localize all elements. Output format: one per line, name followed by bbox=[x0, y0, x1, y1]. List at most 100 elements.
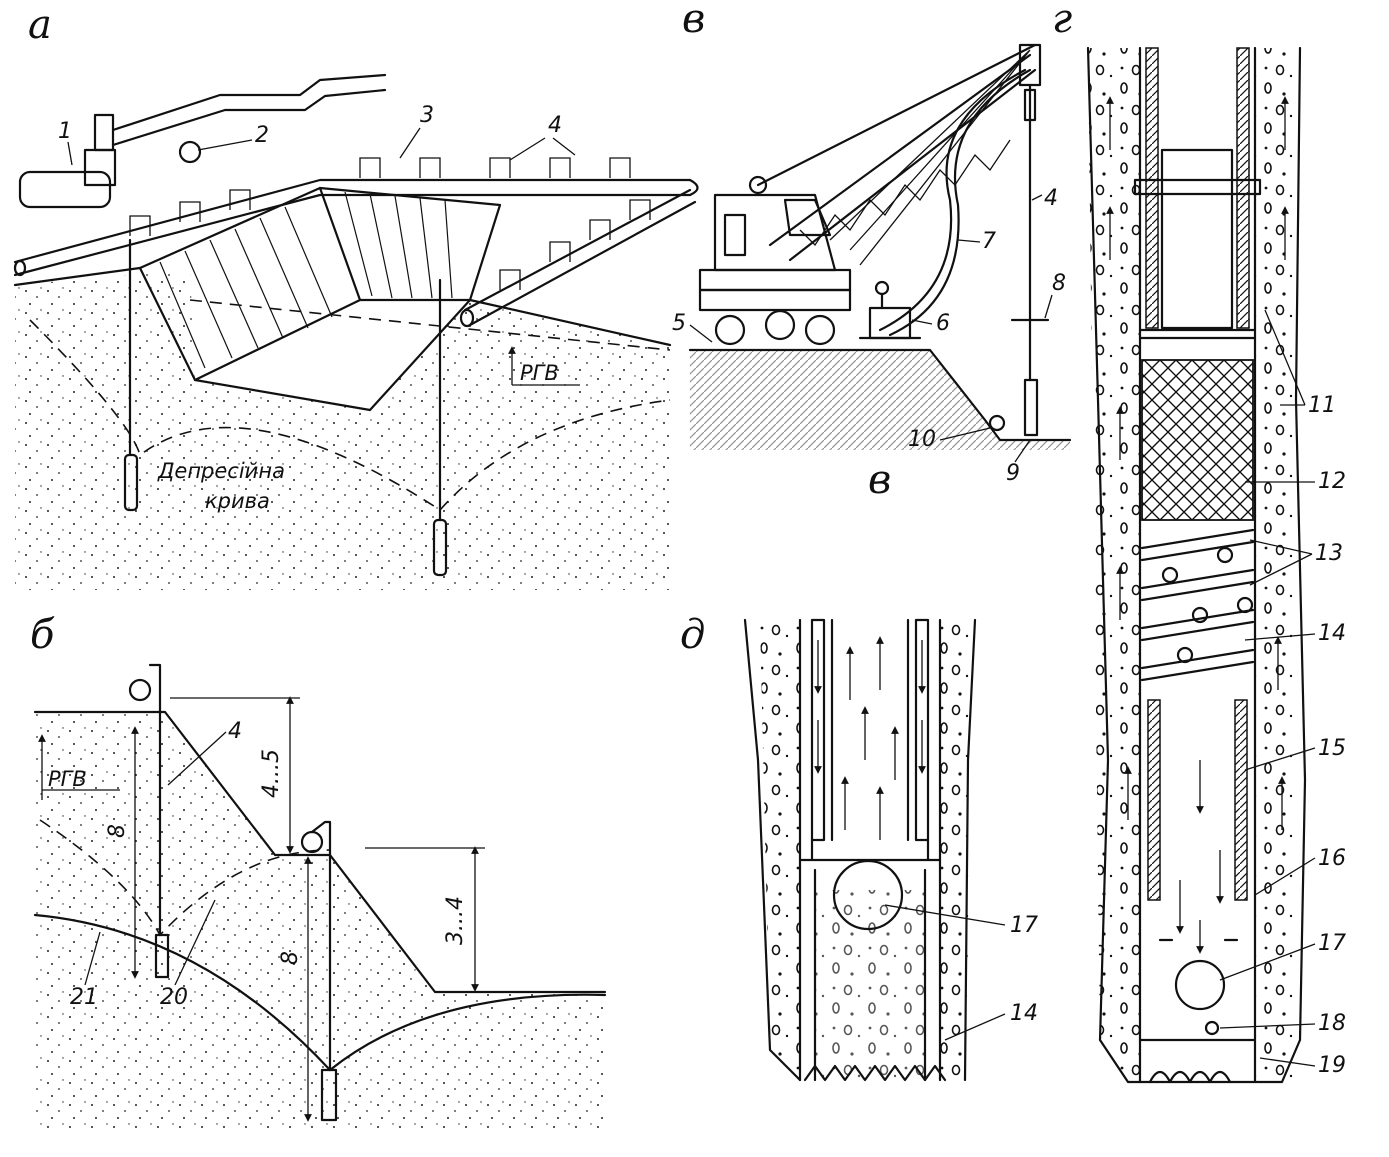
callout-21: 21 bbox=[70, 985, 98, 1010]
leader-line bbox=[67, 141, 73, 166]
panel-d-label: д bbox=[680, 612, 705, 658]
crane bbox=[698, 43, 1042, 346]
pump-unit bbox=[18, 73, 387, 209]
svg-text:8: 8 bbox=[278, 951, 303, 965]
svg-text:3...4: 3...4 bbox=[443, 896, 468, 945]
svg-text:РГВ: РГВ bbox=[48, 767, 87, 791]
callout-1: 1 bbox=[58, 119, 72, 144]
depression-curve-label: Депресійна bbox=[157, 459, 285, 483]
callout-14: 14 bbox=[1318, 621, 1346, 646]
callout-11: 11 bbox=[1308, 393, 1336, 418]
leader-line bbox=[689, 324, 713, 343]
leader-line bbox=[1219, 1023, 1316, 1029]
soil-region bbox=[15, 270, 670, 590]
groundwater-level-line bbox=[189, 299, 671, 351]
leader-line bbox=[911, 319, 933, 325]
flow-arrows bbox=[1106, 96, 1289, 954]
panel-v: в в bbox=[672, 0, 1072, 503]
callout-10: 10 bbox=[908, 427, 936, 452]
wellpoint-left bbox=[123, 238, 139, 512]
leader-line bbox=[174, 899, 216, 986]
pump-6 bbox=[858, 280, 922, 340]
svg-text:4...5: 4...5 bbox=[259, 749, 284, 798]
inner-tube-15 bbox=[1147, 699, 1248, 942]
slope-profile bbox=[33, 710, 607, 994]
leader-line bbox=[509, 137, 576, 161]
leader-line bbox=[1031, 194, 1043, 201]
tip-fill bbox=[815, 890, 925, 1080]
joint bbox=[1138, 328, 1257, 340]
leader-line bbox=[939, 427, 991, 441]
callout-8: 8 bbox=[1052, 271, 1066, 296]
flow-arrows bbox=[814, 636, 926, 840]
panel-g-label: г bbox=[1052, 0, 1072, 42]
callout-3: 3 bbox=[420, 103, 434, 128]
leader-line bbox=[197, 139, 253, 151]
depression-curve-21 bbox=[328, 993, 607, 1072]
panel-a-label: а bbox=[28, 2, 52, 48]
callout-9: 9 bbox=[1006, 461, 1020, 486]
tip-teeth bbox=[803, 1064, 947, 1082]
dimension-depth-lower: 8 bbox=[278, 856, 312, 1122]
leader-line bbox=[399, 127, 421, 159]
panel-a: а bbox=[13, 2, 699, 590]
hose-7 bbox=[888, 68, 1032, 337]
rgv-marker: РГВ bbox=[38, 734, 120, 800]
borehole-wall bbox=[743, 618, 802, 1082]
excavation-pit bbox=[138, 186, 502, 412]
ground-line bbox=[13, 266, 142, 287]
callout-17: 17 bbox=[1318, 931, 1346, 956]
depression-curve-20 bbox=[39, 819, 331, 937]
callout-16: 16 bbox=[1318, 846, 1346, 871]
callout-12: 12 bbox=[1318, 469, 1346, 494]
callout-4: 4 bbox=[1044, 186, 1058, 211]
panel-v-label: в bbox=[682, 0, 705, 42]
leader-line bbox=[884, 904, 1006, 926]
wellpoint-wall bbox=[798, 618, 942, 1082]
wellpoint-string bbox=[1010, 83, 1050, 437]
gravel-item-10 bbox=[988, 414, 1006, 432]
header-pipe bbox=[13, 178, 699, 328]
callout-5: 5 bbox=[672, 311, 686, 336]
depression-curve bbox=[29, 319, 441, 511]
ball-valve-17 bbox=[1174, 959, 1226, 1011]
dimension-depth-upper: 8 bbox=[105, 726, 139, 979]
rgv-marker: РГВ bbox=[508, 346, 580, 386]
leader-line bbox=[84, 931, 101, 986]
panel-v-label-bottom: в bbox=[868, 457, 891, 503]
svg-text:8: 8 bbox=[105, 824, 130, 838]
callout-6: 6 bbox=[936, 311, 950, 336]
callout-20: 20 bbox=[160, 985, 188, 1010]
tip-teeth bbox=[1148, 1070, 1232, 1084]
dimension-right: 3...4 bbox=[365, 846, 485, 992]
callout-19: 19 bbox=[1318, 1053, 1346, 1078]
panel-d: д 17 14 bbox=[680, 612, 1038, 1082]
depression-curve-21 bbox=[33, 913, 332, 1072]
wellpoint-right bbox=[432, 278, 448, 577]
depression-curve bbox=[439, 399, 671, 511]
callout-15: 15 bbox=[1318, 736, 1346, 761]
panel-g: г bbox=[1052, 0, 1346, 1084]
callout-17: 17 bbox=[1010, 913, 1038, 938]
leader-line bbox=[1244, 747, 1316, 771]
svg-text:РГВ: РГВ bbox=[520, 361, 559, 385]
soil-region bbox=[35, 712, 605, 1130]
wellpoint-wall bbox=[1138, 46, 1257, 1084]
filter-spiral-13 bbox=[1140, 528, 1255, 682]
leader-line bbox=[1219, 943, 1316, 981]
stop-18 bbox=[1204, 1020, 1220, 1036]
ground-hatch bbox=[690, 350, 1070, 450]
hose-7 bbox=[878, 68, 1027, 332]
leader-line bbox=[1244, 633, 1316, 641]
leader-line bbox=[1249, 539, 1313, 586]
panel-b-label: б bbox=[30, 612, 55, 658]
riser-pipe bbox=[1133, 47, 1262, 330]
leader-line bbox=[957, 239, 981, 243]
callout-4: 4 bbox=[548, 113, 562, 138]
leader-line bbox=[1014, 439, 1031, 463]
callout-2: 2 bbox=[255, 123, 269, 148]
callout-4: 4 bbox=[228, 719, 242, 744]
borehole-wall bbox=[1086, 46, 1307, 1084]
leader-line bbox=[1254, 857, 1316, 896]
